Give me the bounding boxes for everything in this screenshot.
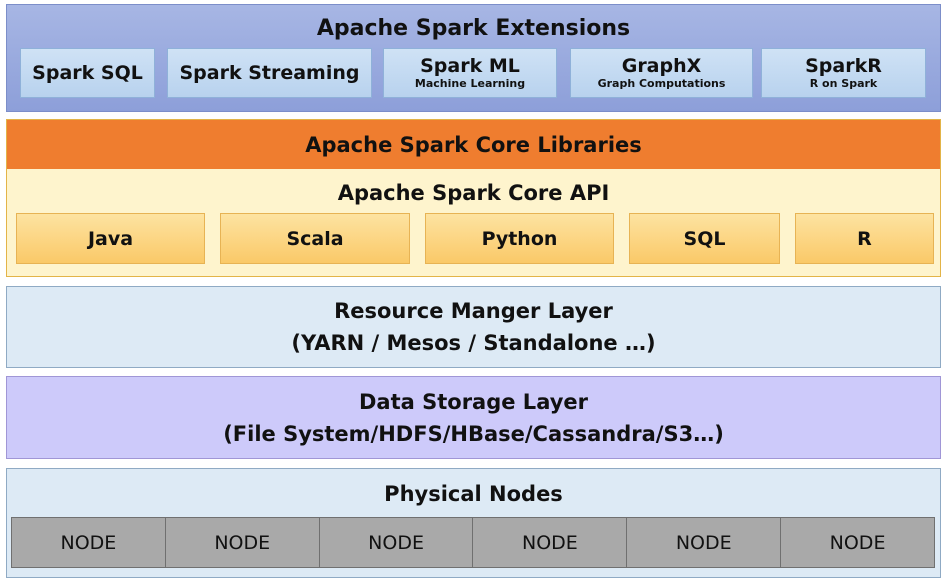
- extension-spark-streaming: Spark Streaming: [167, 48, 372, 98]
- node-box: NODE: [318, 517, 474, 568]
- extension-label: Spark ML: [420, 55, 520, 77]
- language-scala: Scala: [220, 213, 410, 264]
- resource-manager-title: Resource Manger Layer: [334, 299, 613, 323]
- extension-sublabel: Machine Learning: [414, 77, 526, 90]
- extension-label: GraphX: [621, 55, 702, 77]
- node-box: NODE: [11, 517, 166, 568]
- resource-manager-layer: Resource Manger Layer (YARN / Mesos / St…: [6, 286, 941, 368]
- language-r: R: [795, 213, 934, 264]
- cropped-edge-text: [941, 5, 951, 19]
- extension-label: Spark Streaming: [179, 62, 360, 84]
- resource-manager-examples: (YARN / Mesos / Standalone …): [291, 331, 656, 355]
- language-sql: SQL: [629, 213, 780, 264]
- extension-label: Spark SQL: [32, 62, 143, 84]
- extension-sparkr: SparkR R on Spark: [761, 48, 926, 98]
- extension-label: SparkR: [805, 55, 882, 77]
- extensions-title: Apache Spark Extensions: [316, 15, 631, 41]
- core-api-title: Apache Spark Core API: [337, 181, 610, 205]
- node-row: NODE NODE NODE NODE NODE NODE: [11, 517, 935, 568]
- node-box: NODE: [626, 517, 782, 568]
- core-libraries-bar: Apache Spark Core Libraries: [7, 120, 940, 169]
- language-python: Python: [425, 213, 614, 264]
- data-storage-title: Data Storage Layer: [358, 389, 589, 414]
- extension-spark-sql: Spark SQL: [20, 48, 155, 98]
- extension-graphx: GraphX Graph Computations: [570, 48, 753, 98]
- extension-sublabel: Graph Computations: [597, 77, 726, 90]
- language-java: Java: [16, 213, 205, 264]
- data-storage-examples: (File System/HDFS/HBase/Cassandra/S3…): [223, 421, 724, 446]
- node-box: NODE: [472, 517, 628, 568]
- data-storage-layer: Data Storage Layer (File System/HDFS/HBa…: [6, 376, 941, 459]
- extension-spark-ml: Spark ML Machine Learning: [383, 48, 557, 98]
- extension-sublabel: R on Spark: [809, 77, 878, 90]
- physical-nodes-title: Physical Nodes: [384, 482, 563, 506]
- node-box: NODE: [164, 517, 320, 568]
- node-box: NODE: [780, 517, 935, 568]
